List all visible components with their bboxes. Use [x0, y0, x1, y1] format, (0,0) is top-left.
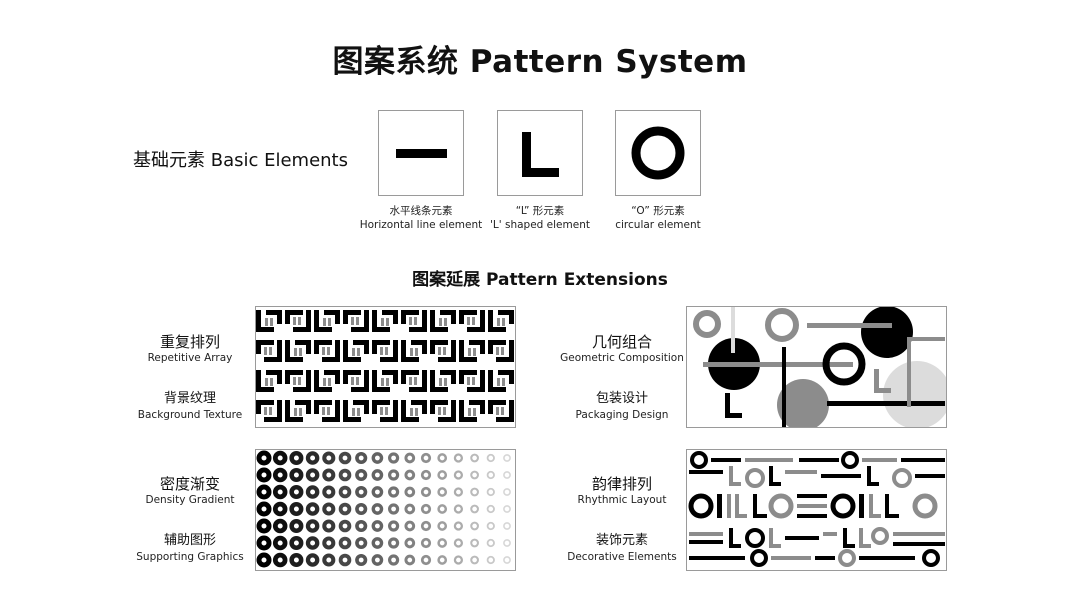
- label-cn: 重复排列: [159, 333, 220, 351]
- l-shape-icon: [522, 132, 559, 177]
- l-shape-element-box: [497, 110, 583, 196]
- geometric-composition-pattern: [686, 306, 947, 428]
- label-cn: 包装设计: [595, 391, 648, 406]
- label-en: Background Texture: [137, 409, 243, 421]
- packaging-design-label: 包装设计 Packaging Design: [552, 390, 692, 422]
- label-en: Density Gradient: [145, 494, 235, 506]
- geometric-composition-graphic: [693, 307, 946, 427]
- pattern-extensions-title: 图案延展 Pattern Extensions: [412, 270, 668, 290]
- horizontal-line-caption-cn: 水平线条元素: [389, 205, 453, 217]
- basic-elements-label: 基础元素 Basic Elements: [133, 150, 348, 171]
- label-cn: 密度渐变: [159, 475, 220, 493]
- ring-gradient-pattern: [256, 450, 511, 568]
- rhythmic-layout-label: 韵律排列 Rhythmic Layout: [552, 475, 692, 507]
- label-cn: 装饰元素: [595, 533, 648, 548]
- horizontal-line-caption-en: Horizontal line element: [359, 219, 483, 231]
- geometric-composition-label: 几何组合 Geometric Composition: [552, 333, 692, 365]
- l-shape-caption-cn: “L” 形元素: [515, 205, 565, 217]
- horizontal-line-icon: [396, 149, 447, 158]
- decorative-elements-label: 装饰元素 Decorative Elements: [552, 532, 692, 564]
- l-shape-caption: “L” 形元素 'L' shaped element: [465, 204, 615, 232]
- label-cn: 几何组合: [591, 333, 652, 351]
- label-cn: 辅助图形: [163, 533, 216, 548]
- rhythmic-layout-graphic: [688, 451, 945, 567]
- horizontal-line-element-box: [378, 110, 464, 196]
- circle-caption: “O” 形元素 circular element: [583, 204, 733, 232]
- label-cn: 韵律排列: [591, 475, 652, 493]
- circle-element-box: [615, 110, 701, 196]
- label-en: Geometric Composition: [560, 352, 684, 364]
- background-texture-label: 背景纹理 Background Texture: [120, 390, 260, 422]
- label-en: Rhythmic Layout: [577, 494, 667, 506]
- repetitive-array-label: 重复排列 Repetitive Array: [120, 333, 260, 365]
- density-gradient-label: 密度渐变 Density Gradient: [120, 475, 260, 507]
- label-cn: 背景纹理: [163, 391, 216, 406]
- l-shape-caption-en: 'L' shaped element: [490, 219, 590, 231]
- circle-caption-cn: “O” 形元素: [631, 205, 685, 217]
- page-title: 图案系统 Pattern System: [332, 44, 748, 80]
- label-en: Decorative Elements: [567, 551, 677, 563]
- repetitive-array-pattern: [255, 306, 516, 428]
- l-grid-pattern: [256, 310, 514, 422]
- label-en: Repetitive Array: [147, 352, 233, 364]
- circle-caption-en: circular element: [615, 219, 701, 231]
- rhythmic-layout-pattern: [686, 449, 947, 571]
- label-en: Packaging Design: [575, 409, 669, 421]
- supporting-graphics-label: 辅助图形 Supporting Graphics: [120, 532, 260, 564]
- horizontal-line-caption: 水平线条元素 Horizontal line element: [346, 204, 496, 232]
- label-en: Supporting Graphics: [136, 551, 244, 563]
- circle-ring-icon: [631, 126, 685, 180]
- density-gradient-pattern: [255, 449, 516, 571]
